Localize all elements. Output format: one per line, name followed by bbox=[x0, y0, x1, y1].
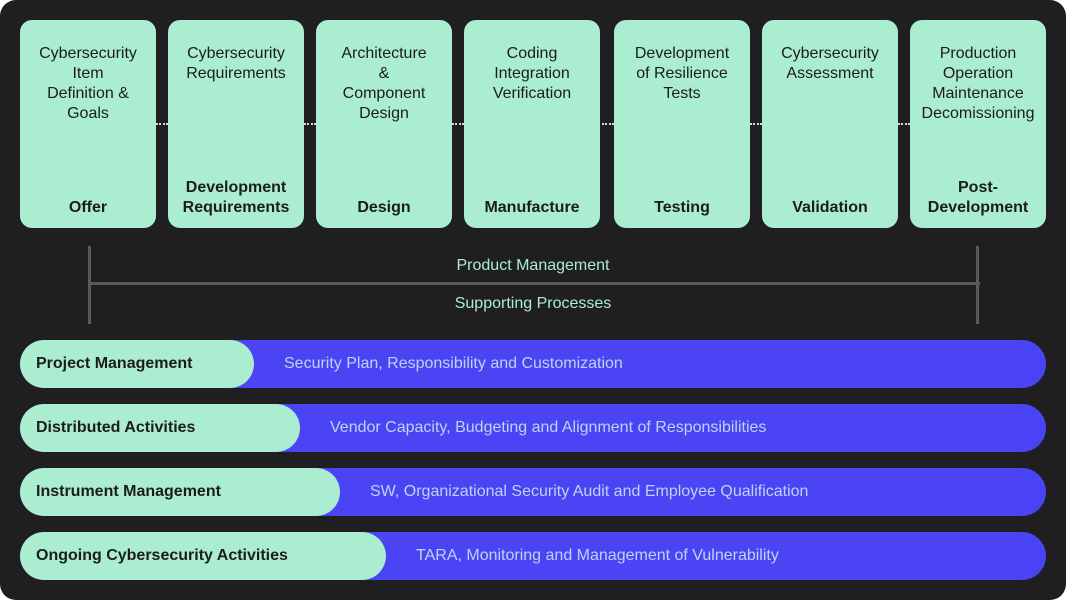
stage-description: Production Operation Maintenance Decomis… bbox=[921, 45, 1035, 122]
activity-description: Vendor Capacity, Budgeting and Alignment… bbox=[330, 419, 767, 436]
stage-card-post-development: Production Operation Maintenance Decomis… bbox=[910, 20, 1046, 228]
stage-card-testing: Development of Resilience Tests Testing bbox=[614, 20, 750, 228]
stage-description: Architecture & Component Design bbox=[341, 45, 427, 122]
stage-connector bbox=[602, 123, 614, 125]
stage-phase: Design bbox=[357, 199, 411, 216]
stage-description: Coding Integration Verification bbox=[492, 45, 572, 102]
activity-description: SW, Organizational Security Audit and Em… bbox=[370, 483, 809, 500]
stage-connector bbox=[452, 123, 464, 125]
stage-phase: Validation bbox=[792, 199, 868, 216]
stage-card-design: Architecture & Component Design Design bbox=[316, 20, 452, 228]
activity-bar-distributed-activities: Distributed Activities Vendor Capacity, … bbox=[20, 404, 1046, 452]
activity-name: Instrument Management bbox=[20, 468, 340, 516]
bracket-horizontal-line bbox=[90, 282, 980, 285]
stage-phase: Manufacture bbox=[484, 199, 580, 216]
stage-phase: Development Requirements bbox=[182, 179, 290, 216]
supporting-processes-label: Supporting Processes bbox=[454, 295, 612, 312]
activity-bar-project-management: Project Management Security Plan, Respon… bbox=[20, 340, 1046, 388]
activity-bar-instrument-management: Instrument Management SW, Organizational… bbox=[20, 468, 1046, 516]
activity-name: Project Management bbox=[20, 340, 254, 388]
activity-name: Distributed Activities bbox=[20, 404, 300, 452]
stage-description: Cybersecurity Requirements bbox=[186, 45, 286, 82]
activity-name: Ongoing Cybersecurity Activities bbox=[20, 532, 386, 580]
stage-card-manufacture: Coding Integration Verification Manufact… bbox=[464, 20, 600, 228]
stage-card-development-requirements: Cybersecurity Requirements Development R… bbox=[168, 20, 304, 228]
product-management-label: Product Management bbox=[456, 257, 610, 274]
stage-card-validation: Cybersecurity Assessment Validation bbox=[762, 20, 898, 228]
stage-description: Cybersecurity Assessment bbox=[781, 45, 879, 82]
stage-phase: Offer bbox=[68, 199, 108, 216]
stage-connector bbox=[750, 123, 762, 125]
stage-connector bbox=[898, 123, 910, 125]
stage-phase: Post- Development bbox=[927, 179, 1029, 216]
stage-description: Cybersecurity Item Definition & Goals bbox=[39, 45, 137, 122]
bracket-left-line bbox=[88, 246, 91, 324]
stage-connector bbox=[304, 123, 316, 125]
stage-card-offer: Cybersecurity Item Definition & Goals Of… bbox=[20, 20, 156, 228]
activity-bar-ongoing-cybersecurity: Ongoing Cybersecurity Activities TARA, M… bbox=[20, 532, 1046, 580]
stage-description: Development of Resilience Tests bbox=[634, 45, 730, 102]
activity-description: TARA, Monitoring and Management of Vulne… bbox=[416, 547, 779, 564]
stage-phase: Testing bbox=[654, 199, 710, 216]
activity-description: Security Plan, Responsibility and Custom… bbox=[284, 355, 623, 372]
stage-connector bbox=[156, 123, 168, 125]
bracket-right-line bbox=[976, 246, 979, 324]
